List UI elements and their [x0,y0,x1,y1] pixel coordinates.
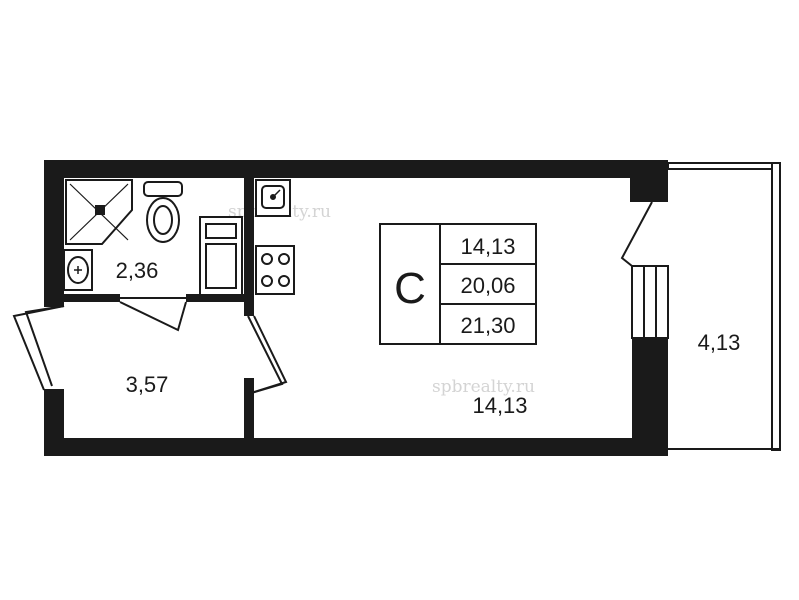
balcony-rail-top [667,162,781,170]
walls [44,160,668,456]
balcony-door [620,201,669,339]
bathroom-door [119,297,187,332]
stove-icon [255,245,295,295]
wall-bottom [44,438,668,456]
wall-top [44,160,668,178]
balcony-area: 4,13 [698,330,741,355]
wall-left-upper [44,160,64,306]
wall-left-lower [44,390,64,456]
entrance-door [12,305,65,391]
kitchen-sink-icon [255,179,291,217]
watermark-bottom: spbrealty.ru [432,377,535,397]
studio-door [247,315,288,395]
bathroom-area: 2,36 [116,258,159,283]
hall-area: 3,57 [126,372,169,397]
apartment-type-letter: С [394,264,426,313]
wall-bath-studio [244,160,254,316]
wall-bath-hall-right [186,294,244,302]
total-area-value: 20,06 [460,273,515,298]
wall-right-bottom [632,338,668,456]
living-area-value: 14,13 [460,234,515,259]
balcony [667,162,781,451]
wall-hall-studio [244,378,254,456]
balcony-rail-right [771,162,781,451]
washbasin-icon [63,249,93,291]
total-with-balcony-value: 21,30 [460,313,515,338]
shower-icon [65,179,133,245]
wall-right-top [630,160,668,202]
wall-bath-hall-left [64,294,120,302]
washing-machine-icon [199,216,243,296]
studio-area: 14,13 [472,393,527,418]
area-summary: С 14,13 20,06 21,30 [379,223,537,345]
toilet-icon [143,181,183,243]
